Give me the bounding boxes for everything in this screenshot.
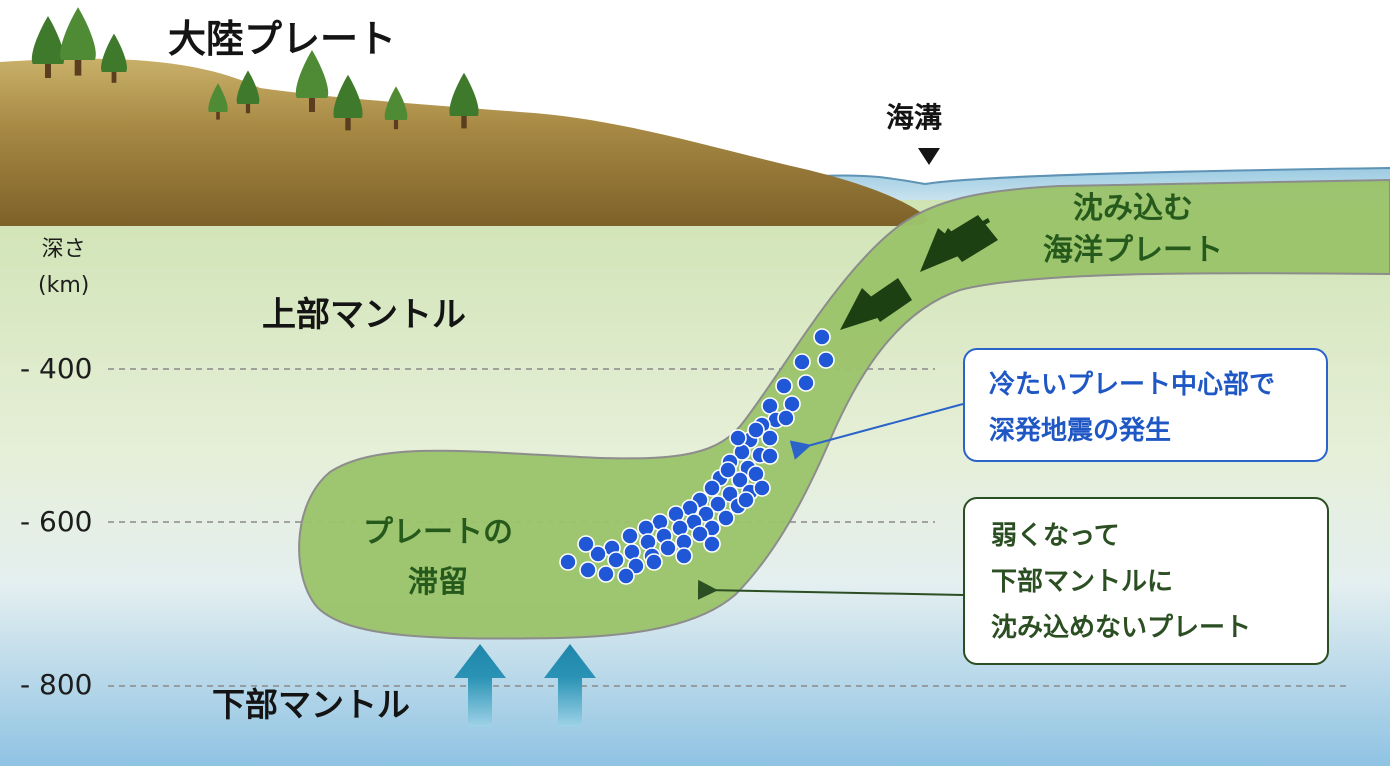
earthquake-dot: [753, 479, 771, 497]
earthquake-dot: [775, 377, 793, 395]
tree-trunk: [309, 96, 315, 112]
earthquake-dot: [761, 429, 779, 447]
subduction-arrow-2-head: [840, 288, 890, 330]
earthquake-dot: [617, 567, 635, 585]
subduction-arrow-1-head: [920, 228, 968, 272]
tree-icon: [60, 7, 96, 60]
tree-trunk: [111, 70, 117, 83]
earthquake-dot: [729, 429, 747, 447]
subducting-plate-label: 沈み込む 海洋プレート: [1018, 188, 1248, 272]
earthquake-callout-line2: 深発地震の発生: [989, 416, 1172, 446]
earthquake-dot: [721, 485, 739, 503]
earthquake-dot: [717, 509, 735, 527]
earthquake-dot: [747, 421, 765, 439]
depth-axis-title-line1: 深さ: [41, 237, 86, 262]
tree-icon: [31, 16, 65, 64]
subducting-plate-label-line1: 沈み込む: [1073, 191, 1193, 226]
earthquake-dot: [577, 535, 595, 553]
depth-tick-600: - 600: [20, 505, 93, 538]
earthquake-dot: [579, 561, 597, 579]
tree-trunk: [245, 102, 251, 114]
oceanic-plate: [298, 178, 1390, 640]
tree-icon: [449, 72, 479, 116]
tree-icon: [384, 86, 408, 120]
tree-icon: [208, 83, 228, 112]
earthquake-dot: [703, 535, 721, 553]
earthquake-dot: [731, 471, 749, 489]
sea-surface: [819, 167, 1390, 186]
earthquake-dot: [675, 547, 693, 565]
earthquake-dot: [797, 374, 815, 392]
earthquake-dot: [659, 539, 677, 557]
upper-mantle-label: 上部マントル: [262, 295, 466, 335]
trench-marker-icon: [918, 148, 940, 165]
lower-mantle-label: 下部マントル: [212, 685, 410, 724]
subducting-plate-label-line2: 海洋プレート: [1043, 233, 1223, 268]
callout-pointer-earthquake: [789, 403, 964, 460]
depth-tick-800: - 800: [20, 668, 93, 701]
tree-trunk: [45, 62, 51, 78]
earthquake-dot: [597, 565, 615, 583]
stagnant-callout-line2: 下部マントルに: [991, 567, 1174, 597]
trench-label: 海溝: [886, 101, 943, 134]
earthquake-dot: [737, 491, 755, 509]
earthquake-dot: [607, 551, 625, 569]
tree-trunk: [216, 110, 220, 120]
stagnant-callout-line1: 弱くなって: [991, 521, 1120, 551]
depth-axis-title-line2: (km): [38, 273, 90, 298]
continental-plate-title: 大陸プレート: [168, 17, 397, 61]
trees: [31, 7, 479, 131]
earthquake-dot: [645, 553, 663, 571]
tree-trunk: [345, 116, 351, 131]
stagnation-label: プレートの 滞留: [343, 508, 533, 608]
stagnant-callout: 弱くなって 下部マントルに 沈み込めないプレート: [963, 497, 1329, 665]
earthquake-dot: [589, 545, 607, 563]
earthquake-dot: [719, 461, 737, 479]
earthquake-dot: [691, 525, 709, 543]
earthquake-cluster: [559, 328, 835, 585]
earthquake-dot: [621, 527, 639, 545]
earthquake-callout-line1: 冷たいプレート中心部で: [989, 370, 1276, 400]
tree-trunk: [461, 114, 467, 129]
upwelling-arrow-1: [454, 644, 506, 727]
depth-axis-title: 深さ (km): [38, 232, 89, 304]
upwelling-arrow-2: [544, 644, 596, 727]
stagnation-label-line2: 滞留: [408, 565, 468, 600]
stagnant-callout-line3: 沈み込めないプレート: [991, 613, 1252, 643]
earthquake-dot: [559, 553, 577, 571]
earthquake-dot: [777, 409, 795, 427]
depth-tick-400: - 400: [20, 352, 93, 385]
tree-icon: [236, 70, 260, 104]
tree-trunk: [74, 58, 82, 76]
tree-icon: [333, 74, 363, 118]
callout-pointer-stagnant: [697, 579, 964, 600]
earthquake-dot: [761, 447, 779, 465]
stagnation-label-line1: プレートの: [363, 515, 513, 550]
tree-icon: [101, 33, 127, 72]
earthquake-dot: [817, 351, 835, 369]
earthquake-dot: [703, 479, 721, 497]
earthquake-dot: [793, 353, 811, 371]
tree-icon: [295, 50, 329, 98]
earthquake-dot: [709, 495, 727, 513]
earthquake-callout: 冷たいプレート中心部で 深発地震の発生: [963, 348, 1328, 462]
earthquake-dot: [813, 328, 831, 346]
continental-plate-land: [0, 58, 928, 226]
tree-trunk: [393, 118, 399, 130]
